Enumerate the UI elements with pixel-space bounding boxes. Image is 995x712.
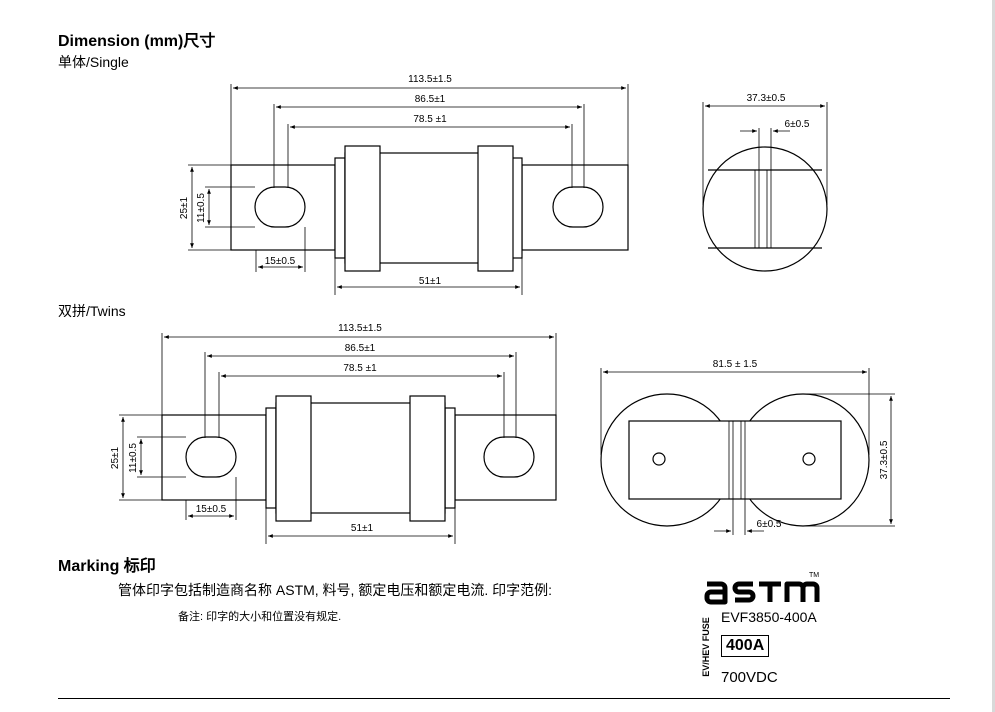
sample-side-text: EV/HEV FUSE (701, 617, 711, 677)
single-right-hole (552, 186, 604, 228)
single-dim-inner: 78.5 ±1 (413, 114, 447, 125)
footer-rule (58, 698, 950, 699)
twins-dim-inner: 78.5 ±1 (343, 363, 377, 374)
twins-side-view (119, 333, 557, 544)
twins-dim-mid: 86.5±1 (345, 343, 376, 354)
trademark: TM (809, 572, 820, 579)
twins-left-cap (275, 395, 312, 522)
single-dim-body: 51±1 (419, 276, 442, 287)
twins-dim-hole: 11±0.5 (128, 443, 139, 473)
single-dim-height: 25±1 (179, 196, 190, 219)
astm-logo-graphic (704, 581, 820, 605)
single-side-view (188, 84, 629, 295)
twins-dim-body: 51±1 (351, 523, 374, 534)
single-dim-mid: 86.5±1 (415, 94, 446, 105)
twins-end-view (600, 368, 895, 535)
dimension-title: Dimension (mm)尺寸 (58, 33, 216, 50)
twins-dim-tab: 15±0.5 (196, 504, 227, 515)
twins-end-slot: 6±0.5 (757, 519, 782, 530)
sample-part-number: EVF3850-400A (721, 609, 817, 625)
twins-dim-height: 25±1 (110, 446, 121, 469)
single-label: 单体/Single (58, 54, 129, 70)
twins-right-hole (483, 436, 535, 478)
sample-side-text-wrap: EV/HEV FUSE (699, 612, 713, 686)
single-end-slot: 6±0.5 (785, 119, 810, 130)
twins-dim-texts: 113.5±1.5 86.5±1 78.5 ±1 15±0.5 51±1 25±… (110, 323, 382, 534)
single-right-cap (477, 145, 514, 272)
astm-logo: TM (703, 570, 843, 610)
single-dim-hole: 11±0.5 (196, 193, 207, 223)
twins-label: 双拼/Twins (58, 303, 126, 319)
twins-dim-overall: 113.5±1.5 (338, 323, 382, 334)
single-end-view (702, 102, 828, 272)
twins-end-dia: 37.3±0.5 (879, 440, 890, 479)
single-end-dia: 37.3±0.5 (747, 93, 786, 104)
single-left-hole (254, 186, 306, 228)
single-dim-texts: 113.5±1.5 86.5±1 78.5 ±1 15±0.5 51±1 25±… (179, 74, 452, 287)
marking-note: 备注: 印字的大小和位置没有规定. (178, 611, 342, 623)
single-dim-tab: 15±0.5 (265, 256, 296, 267)
twins-left-hole (185, 436, 237, 478)
marking-description: 管体印字包括制造商名称 ASTM, 料号, 额定电压和额定电流. 印字范例: (118, 582, 553, 598)
twins-end-width: 81.5 ± 1.5 (713, 359, 758, 370)
marking-title: Marking 标印 (58, 558, 156, 575)
single-dim-overall: 113.5±1.5 (408, 74, 452, 85)
twins-right-cap (409, 395, 446, 522)
sample-voltage: 700VDC (721, 669, 778, 686)
page-edge (992, 0, 995, 712)
sample-current: 400A (721, 635, 770, 657)
single-left-cap (344, 145, 381, 272)
